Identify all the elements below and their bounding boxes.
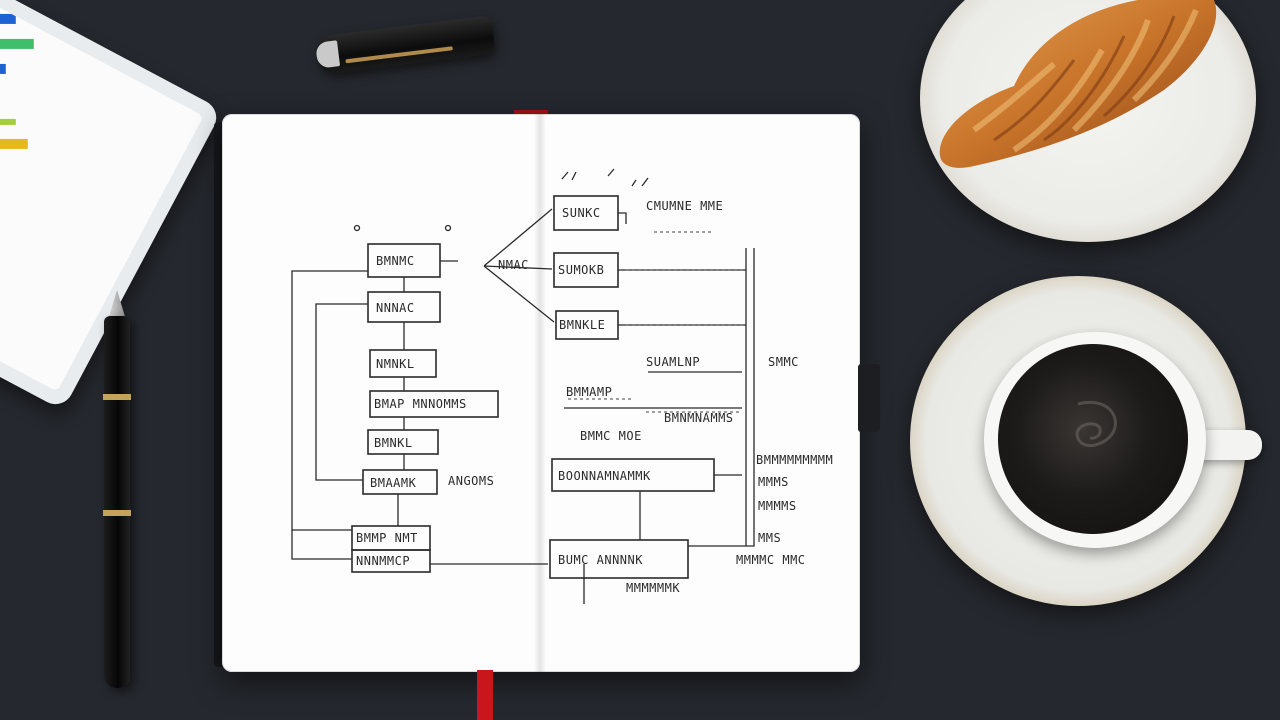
croissant bbox=[939, 0, 1217, 168]
left-page-diagram: BMNMC NNNAC NMNKL BMAP MNNOMMS BMNKL BMA… bbox=[291, 208, 555, 573]
flow-box-label: NMNKL bbox=[376, 357, 415, 371]
tablet-bar bbox=[0, 63, 6, 74]
flow-box-label: BMNMC bbox=[376, 254, 415, 268]
flow-box bbox=[369, 390, 499, 418]
ballpoint-pen bbox=[314, 15, 496, 75]
flow-box-label: SUNKC bbox=[562, 206, 601, 220]
bookmark-ribbon bbox=[514, 110, 548, 116]
flow-box-label: BMNKL bbox=[374, 436, 413, 450]
flow-box-label: BMAP MNNOMMS bbox=[374, 397, 467, 411]
flow-box-label: BMAAMK bbox=[370, 476, 417, 490]
pen-band bbox=[103, 510, 131, 516]
note-text: BMMAMP bbox=[566, 385, 612, 399]
tablet-screen bbox=[0, 0, 204, 392]
side-label: ANGOMS bbox=[448, 474, 494, 488]
note-text: SMMC bbox=[768, 355, 799, 369]
note-text: CMUMNE MME bbox=[646, 199, 723, 213]
notebook-spine bbox=[534, 114, 546, 672]
flow-box-label: BUMC ANNNNK bbox=[558, 553, 643, 567]
note-text: SUAMLNP bbox=[646, 355, 700, 369]
tablet-bar bbox=[0, 138, 28, 149]
notebook-cover bbox=[214, 122, 224, 667]
pen-band bbox=[103, 394, 131, 400]
coffee bbox=[998, 344, 1188, 534]
flow-box bbox=[369, 349, 437, 378]
bookmark-ribbon bbox=[477, 670, 493, 720]
note-text: MMMMS bbox=[758, 499, 797, 513]
flow-box bbox=[367, 429, 439, 455]
flow-box-label: BOONNAMNAMMK bbox=[558, 469, 651, 483]
flow-box-label: NNNAC bbox=[376, 301, 415, 315]
flow-box-label: BMMP NMT bbox=[356, 531, 418, 545]
flow-box-label: BMNKLE bbox=[559, 318, 605, 332]
cup-handle bbox=[1196, 430, 1262, 460]
tablet-chart bbox=[0, 13, 34, 149]
note-text: BMMMMMMMMM bbox=[756, 453, 833, 467]
note-text: MMMS bbox=[758, 475, 789, 489]
coffee-crema bbox=[1075, 400, 1117, 448]
flow-box bbox=[362, 469, 438, 495]
note-text: BMNMNAMMS bbox=[664, 411, 734, 425]
flow-box bbox=[549, 539, 689, 579]
note-text: MMS bbox=[758, 531, 781, 545]
note-text: MMMMMMK bbox=[626, 581, 680, 595]
handwritten-flowchart: BMNMC NNNAC NMNKL BMAP MNNOMMS BMNKL BMA… bbox=[291, 168, 833, 604]
tablet bbox=[0, 0, 223, 411]
tablet-bar bbox=[0, 38, 34, 49]
tablet-bar bbox=[0, 13, 16, 24]
side-label: NMAC bbox=[498, 258, 529, 272]
flow-box-label: NNNMMCP bbox=[356, 554, 410, 568]
fountain-pen bbox=[103, 316, 131, 688]
note-text: BMMC MOE bbox=[580, 429, 642, 443]
flow-box bbox=[351, 549, 431, 573]
tablet-bar bbox=[0, 118, 16, 125]
notebook-elastic bbox=[858, 364, 880, 432]
pen-tip bbox=[315, 40, 341, 69]
note-text: MMMMC MMC bbox=[736, 553, 806, 567]
flow-box-label: SUMOKB bbox=[558, 263, 604, 277]
right-page-diagram: SUNKC SUMOKB BMNKLE BOONNAMNAMMK BUMC AN… bbox=[549, 168, 833, 604]
pen-clip bbox=[345, 46, 453, 64]
